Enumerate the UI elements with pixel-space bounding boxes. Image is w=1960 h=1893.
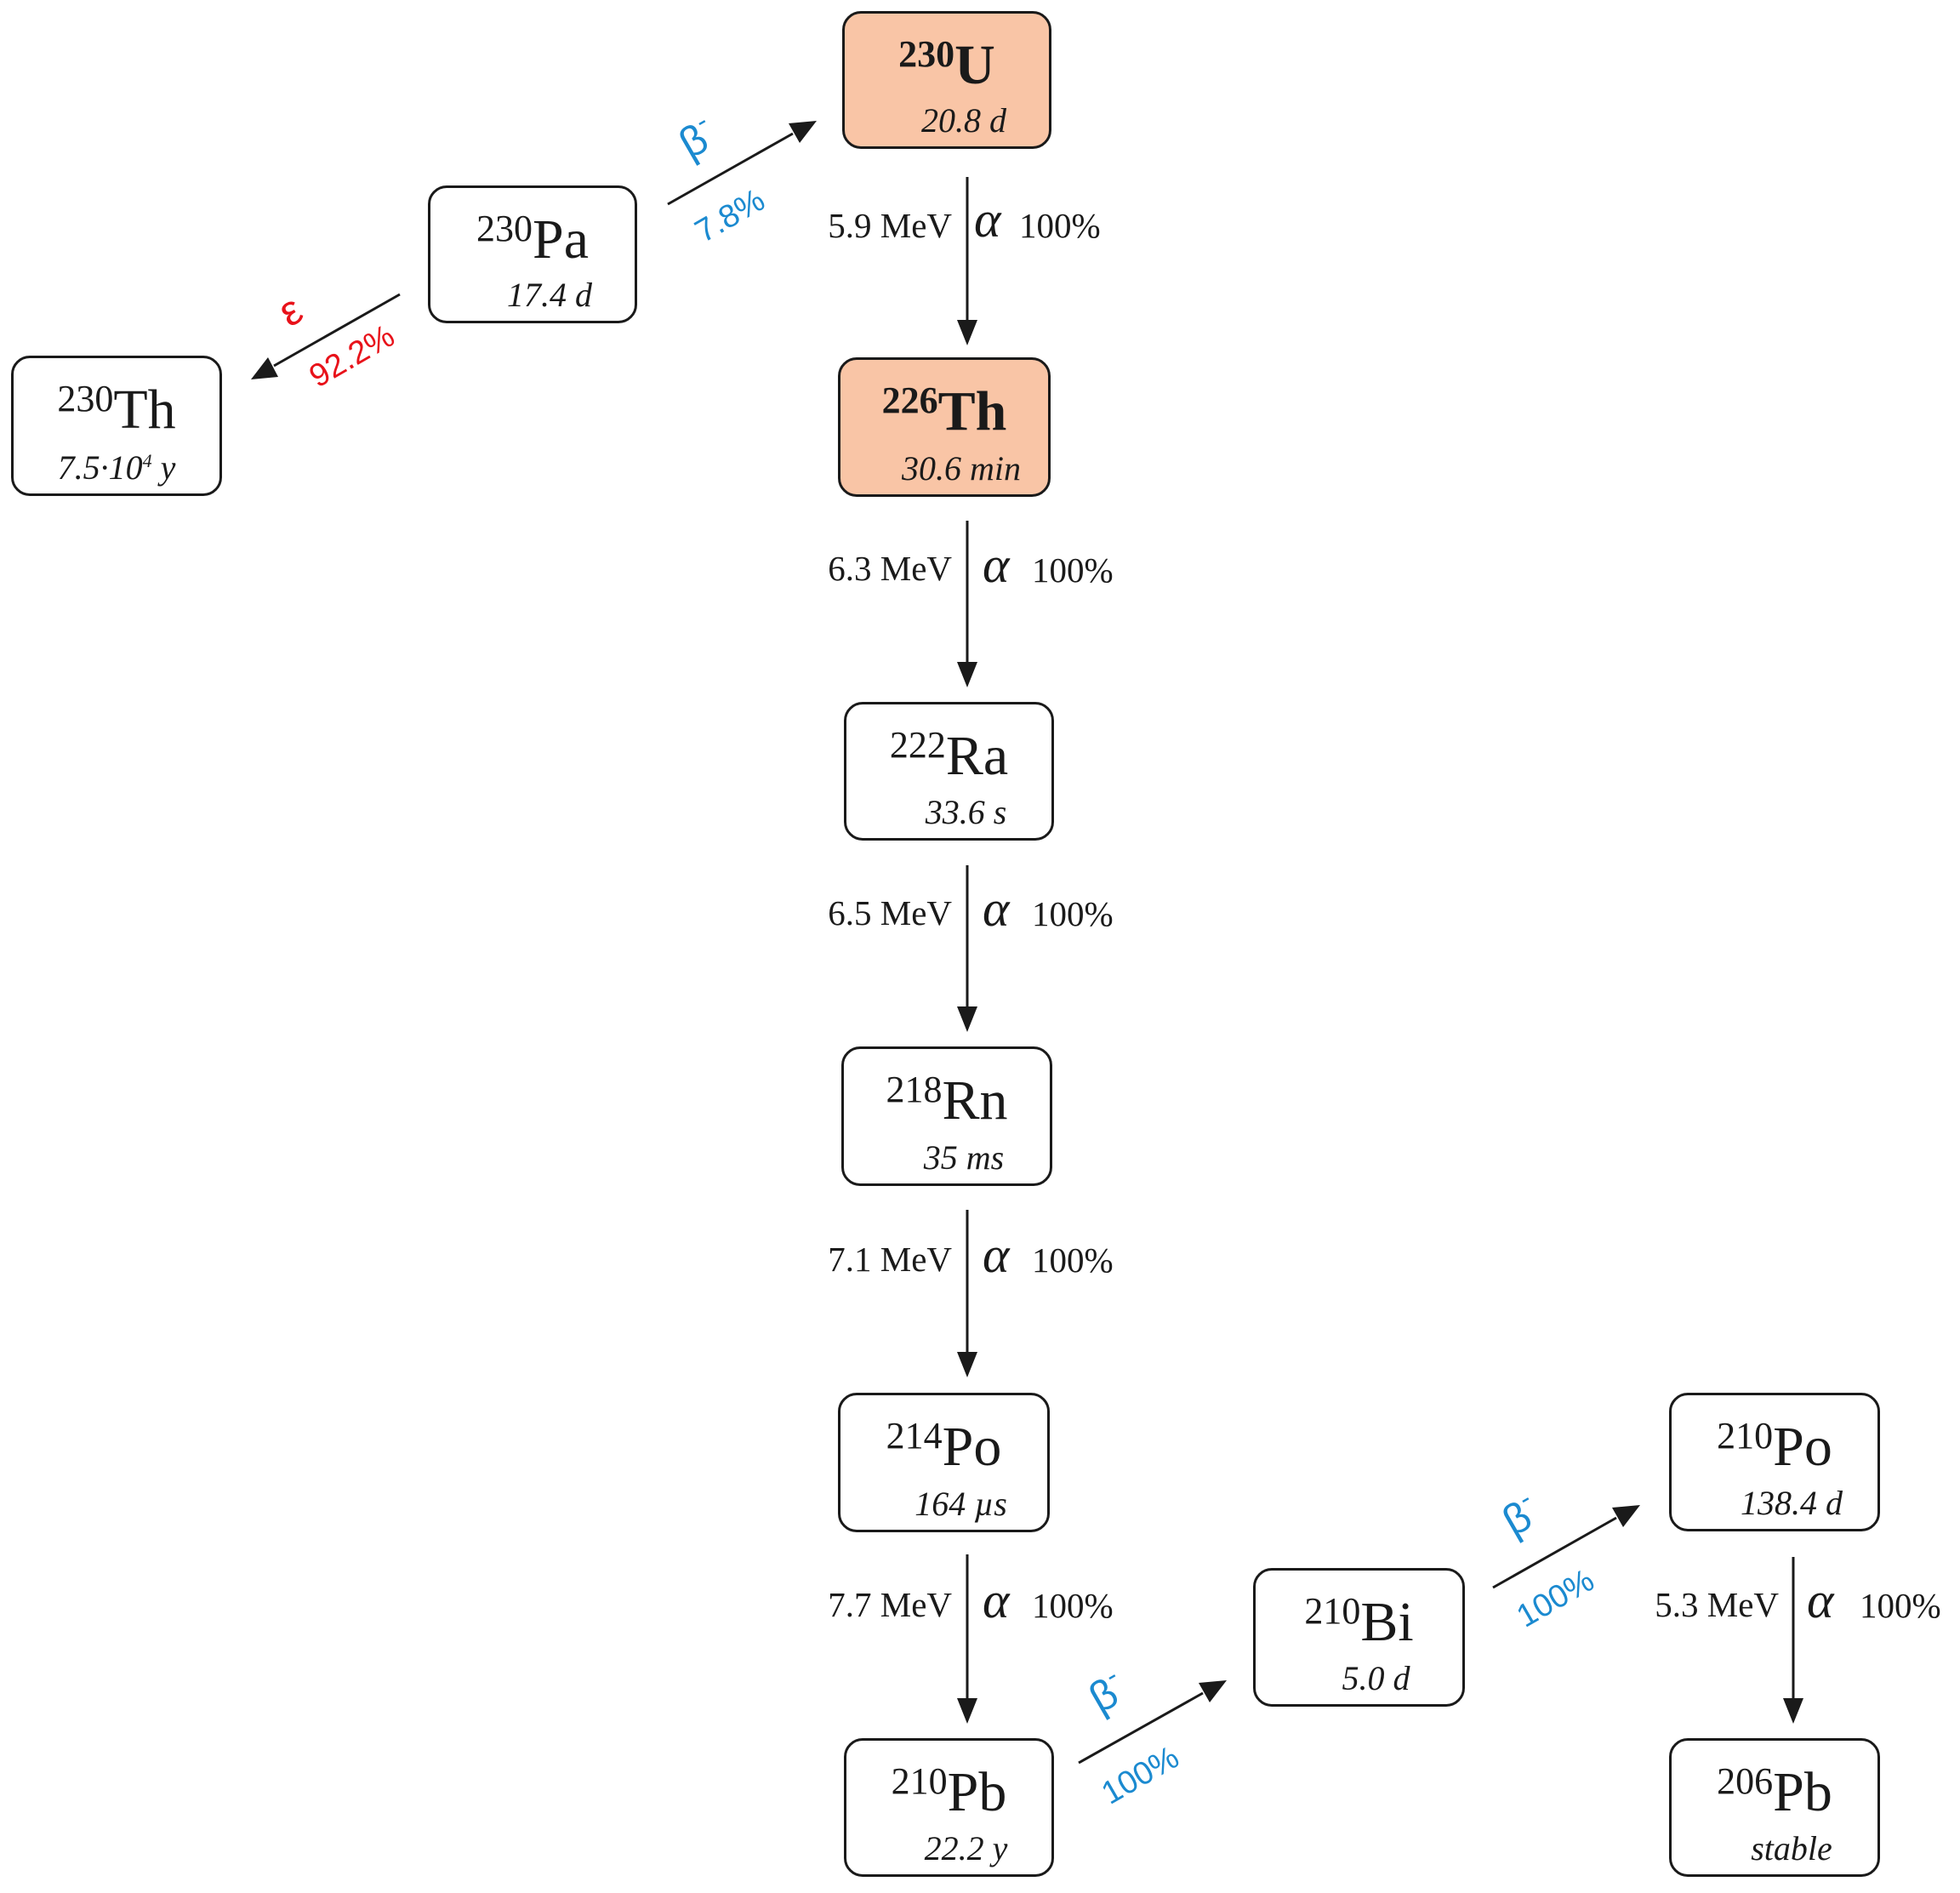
alpha-fraction: 100% <box>1032 1240 1114 1280</box>
alpha-fraction: 100% <box>1032 894 1114 933</box>
half-life: 35 ms <box>923 1138 1005 1177</box>
half-life: 138.4 d <box>1741 1484 1843 1522</box>
nuclide-symbol: 218Rn <box>886 1069 1008 1132</box>
nuclide-symbol: 214Po <box>886 1415 1002 1478</box>
nuclide-box-th230: 230Th 7.5·104 y <box>11 356 222 496</box>
alpha-arrow <box>957 1210 977 1377</box>
nuclide-symbol: 210Pb <box>891 1760 1007 1823</box>
nuclide-box-pb210: 210Pb 22.2 y <box>844 1738 1054 1877</box>
branch-arrow <box>251 293 401 379</box>
branch-arrow <box>1492 1505 1640 1589</box>
nuclide-box-pb206: 206Pb stable <box>1669 1738 1880 1877</box>
alpha-fraction: 100% <box>1019 206 1101 245</box>
alpha-symbol: α <box>983 1227 1010 1283</box>
alpha-energy: 5.3 MeV <box>1655 1585 1779 1624</box>
alpha-arrow <box>957 1554 977 1724</box>
half-life: 22.2 y <box>924 1829 1008 1867</box>
alpha-fraction: 100% <box>1032 1586 1114 1625</box>
half-life: 164 µs <box>914 1485 1007 1523</box>
nuclide-box-rn218: 218Rn 35 ms <box>841 1046 1052 1186</box>
nuclide-box-th226: 226Th 30.6 min <box>838 357 1051 497</box>
nuclide-box-po214: 214Po 164 µs <box>838 1393 1050 1532</box>
branch-arrow <box>1078 1680 1227 1765</box>
alpha-energy: 7.1 MeV <box>828 1240 952 1279</box>
nuclide-symbol: 230Th <box>57 378 176 441</box>
nuclide-box-bi210: 210Bi 5.0 d <box>1253 1568 1465 1707</box>
half-life: 5.0 d <box>1342 1659 1410 1697</box>
half-life: 7.5·104 y <box>57 448 176 487</box>
nuclide-box-u230: 230U 20.8 d <box>842 11 1051 149</box>
half-life: 30.6 min <box>902 449 1021 488</box>
alpha-arrow <box>957 521 977 687</box>
alpha-energy: 6.5 MeV <box>828 893 952 932</box>
alpha-energy: 7.7 MeV <box>828 1585 952 1624</box>
nuclide-symbol: 222Ra <box>889 724 1009 787</box>
alpha-symbol: α <box>983 537 1010 593</box>
nuclide-symbol: 226Th <box>881 379 1007 442</box>
nuclide-symbol: 206Pb <box>1717 1760 1832 1823</box>
alpha-symbol: α <box>974 191 1001 248</box>
nuclide-box-pa230: 230Pa 17.4 d <box>428 185 637 323</box>
half-life: 17.4 d <box>507 276 592 314</box>
nuclide-box-po210: 210Po 138.4 d <box>1669 1393 1880 1531</box>
alpha-symbol: α <box>983 1572 1010 1628</box>
alpha-symbol: α <box>1807 1572 1834 1628</box>
alpha-energy: 6.3 MeV <box>828 549 952 588</box>
half-life: 33.6 s <box>925 793 1007 831</box>
alpha-fraction: 100% <box>1032 550 1114 590</box>
half-life: stable <box>1751 1829 1832 1867</box>
nuclide-symbol: 210Po <box>1717 1415 1832 1478</box>
half-life: 20.8 d <box>921 101 1006 140</box>
nuclide-symbol: 210Bi <box>1304 1590 1414 1653</box>
nuclide-symbol: 230Pa <box>476 208 589 271</box>
branch-arrow <box>667 121 817 206</box>
alpha-arrow <box>957 865 977 1032</box>
alpha-symbol: α <box>983 881 1010 937</box>
alpha-energy: 5.9 MeV <box>828 206 952 245</box>
nuclide-symbol: 230U <box>898 33 995 96</box>
alpha-arrow <box>1783 1557 1803 1724</box>
nuclide-box-ra222: 222Ra 33.6 s <box>844 702 1054 841</box>
alpha-fraction: 100% <box>1860 1586 1941 1625</box>
alpha-arrow <box>957 177 977 345</box>
